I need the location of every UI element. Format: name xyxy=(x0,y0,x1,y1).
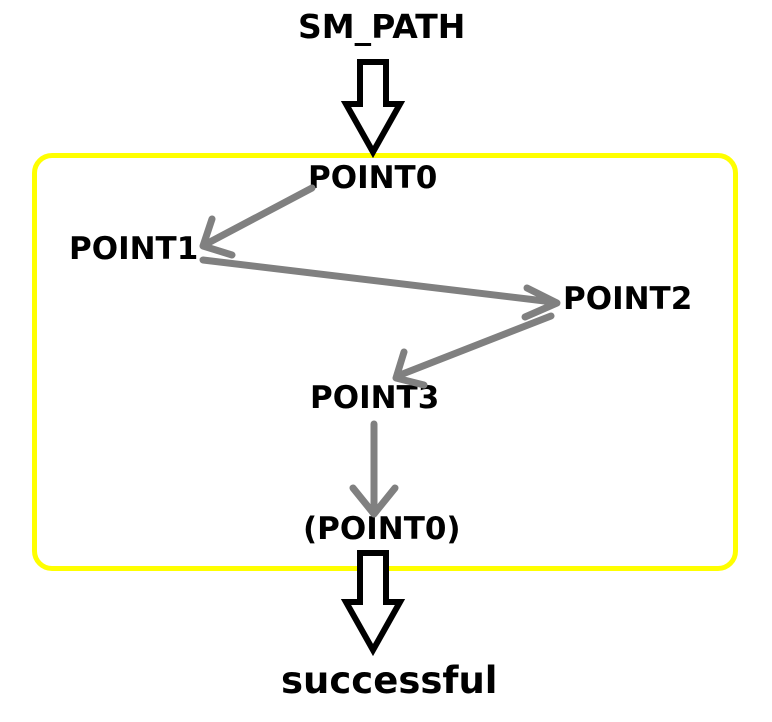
exit-block-arrow-icon xyxy=(340,550,406,657)
edge-point3-to-point0-return-arrow-icon xyxy=(349,420,399,518)
diagram-title: SM_PATH xyxy=(298,7,466,46)
edge-point0-to-point1-arrow-icon xyxy=(199,184,316,259)
node-label-point1: POINT1 xyxy=(69,231,199,267)
node-label-point3: POINT3 xyxy=(310,380,440,416)
edge-point2-to-point3-arrow-icon xyxy=(392,312,555,389)
node-label-point2: POINT2 xyxy=(563,281,693,317)
outcome-label-successful: successful xyxy=(281,659,498,702)
node-label-point0: POINT0 xyxy=(308,160,438,196)
entry-block-arrow-icon xyxy=(340,59,406,159)
node-label-point0-return: (POINT0) xyxy=(303,511,461,547)
edge-point1-to-point2-arrow-icon xyxy=(199,256,561,321)
